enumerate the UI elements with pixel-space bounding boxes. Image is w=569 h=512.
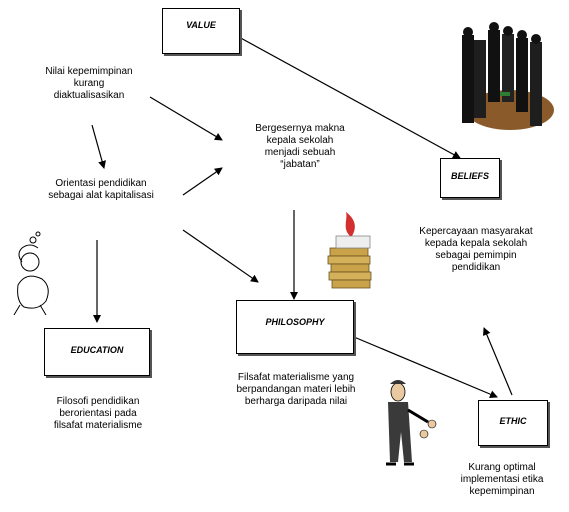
arrow-orientasi-to-philosophy	[182, 229, 259, 283]
filsafat-text: Filsafat materialisme yang berpandangan …	[236, 372, 356, 407]
ethic-label: ETHIC	[499, 416, 527, 426]
kurang-optimal-text: Kurang optimal implementasi etika kepemi…	[460, 462, 544, 497]
money-stack-illustration	[327, 212, 372, 289]
education-label: EDUCATION	[70, 345, 124, 355]
arrow-value-to-beliefs	[236, 35, 461, 159]
ethic-box: ETHIC	[478, 400, 548, 446]
beliefs-box: BELIEFS	[440, 158, 500, 198]
thinking-person-illustration	[13, 231, 49, 316]
philosophy-box: PHILOSOPHY	[236, 300, 354, 354]
filosofi-text: Filosofi pendidikan berorientasi pada fi…	[53, 396, 143, 431]
arrow-orientasi-to-bergesernya	[182, 167, 223, 196]
education-box: EDUCATION	[44, 328, 150, 376]
arrow-philosophy-to-ethic	[353, 336, 498, 398]
beliefs-label: BELIEFS	[450, 171, 489, 181]
value-box: VALUE	[162, 8, 240, 54]
philosophy-label: PHILOSOPHY	[265, 317, 325, 327]
bergesernya-text: Bergesernya makna kepala sekolah menjadi…	[255, 123, 345, 170]
value-label: VALUE	[186, 20, 216, 30]
nilai-text: Nilai kepemimpinan kurang diaktualisasik…	[45, 66, 133, 101]
arrow-nilai-to-bergesernya	[149, 96, 223, 141]
arrow-nilai-to-orientasi	[91, 124, 106, 169]
arrow-ethic-to-beliefs	[483, 327, 513, 396]
orientasi-text: Orientasi pendidikan sebagai alat kapita…	[48, 178, 154, 201]
businessman-illustration	[386, 380, 437, 466]
kepercayaan-text: Kepercayaan masyarakat kepada kepala sek…	[419, 226, 533, 273]
meeting-people-illustration	[462, 22, 554, 130]
